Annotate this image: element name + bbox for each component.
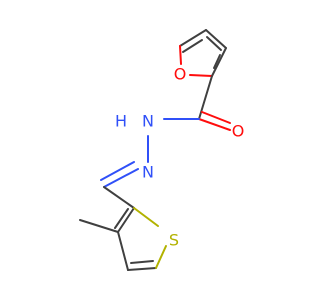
bond-c2-c3-t [117, 207, 135, 233]
bond-c4-c3 [205, 29, 227, 49]
bond-c4-c5-t [127, 267, 157, 271]
bond-c4-c5-t-double [130, 260, 154, 264]
molecule-structure: O O H N N S [79, 29, 244, 271]
furan-ring [179, 29, 227, 77]
bond-c3-c4-t [117, 231, 129, 271]
atom-o-ring: O [174, 65, 187, 84]
atom-o-carbonyl: O [232, 122, 245, 141]
bond-n-ch-2 [100, 161, 135, 181]
bond-c2-c3-t-double [114, 208, 129, 229]
bond-c5-c4 [179, 29, 207, 47]
atom-n-imine: N [142, 163, 154, 182]
bond-c5-s [155, 245, 167, 269]
atom-n-amide: N [142, 112, 154, 131]
bond-c-o-double-1 [198, 118, 231, 131]
bond-c5-c4-double [182, 39, 203, 53]
bond-c3-c2 [211, 47, 227, 77]
bond-c3-methyl [79, 219, 119, 233]
atom-labels: O O H N N S [115, 65, 244, 250]
bond-c5-o [179, 45, 182, 65]
bond-ch-c2-thiophene [103, 186, 135, 209]
imine-group [100, 161, 139, 209]
atom-h-amide: H [115, 112, 127, 131]
bond-n-ch-1 [103, 168, 139, 188]
bond-s-c2 [133, 207, 159, 227]
bond-c2-c3-double [213, 54, 221, 69]
bond-c4-c3-inner [206, 36, 222, 51]
thiophene-ring [79, 207, 167, 271]
atom-s-ring: S [169, 231, 179, 250]
bond-c-o-double-2 [201, 111, 231, 124]
amide-group [147, 75, 231, 163]
bond-o-c2 [189, 74, 213, 77]
